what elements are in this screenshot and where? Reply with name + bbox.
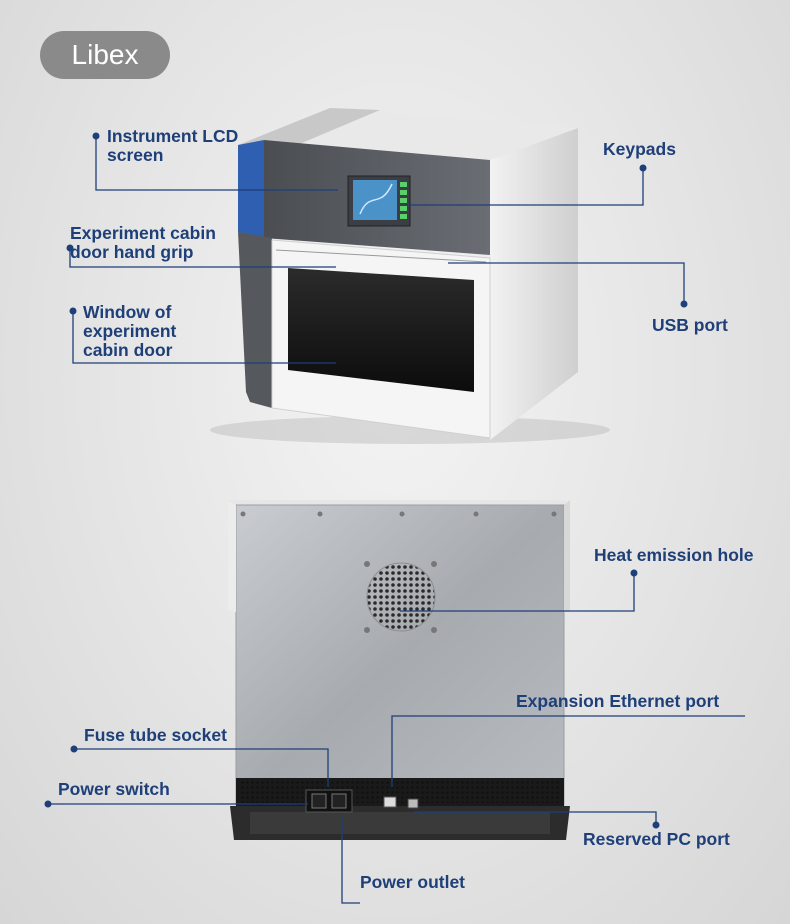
- label-fuse: Fuse tube socket: [84, 725, 227, 745]
- front-device: [210, 108, 610, 444]
- label-ethernet: Expansion Ethernet port: [516, 691, 720, 711]
- callout-lines: [48, 136, 745, 904]
- label-heat: Heat emission hole: [594, 545, 754, 565]
- label-grip: Experiment cabin door hand grip: [70, 223, 216, 262]
- dot-markers: [44, 132, 688, 829]
- label-window: Window of experiment cabin door: [83, 302, 177, 360]
- label-power-outlet: Power outlet: [360, 872, 466, 892]
- brand-badge: Libex: [40, 31, 170, 79]
- label-power-switch: Power switch: [58, 779, 170, 799]
- back-device: [228, 500, 570, 840]
- label-lcd: Instrument LCD screen: [107, 126, 239, 165]
- label-keypads: Keypads: [603, 139, 676, 159]
- label-usb: USB port: [652, 315, 728, 335]
- label-pc-port: Reserved PC port: [583, 829, 730, 849]
